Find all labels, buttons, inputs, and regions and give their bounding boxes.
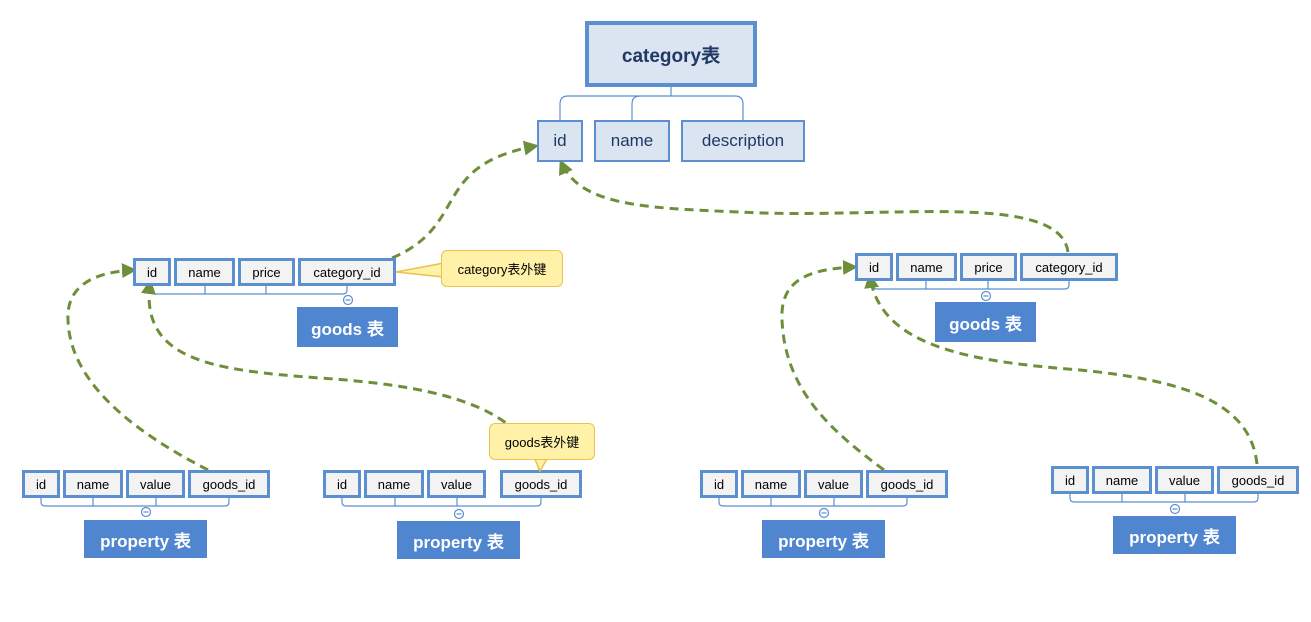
fk-arrow-property1-to-goods <box>66 263 209 472</box>
fk-arrow-property4-to-goods <box>864 273 1259 465</box>
goods-right-field-name: name <box>896 253 957 281</box>
property-4-tree-lines <box>1069 494 1259 515</box>
property-3-tree-lines <box>718 498 908 519</box>
goods-right-field-id: id <box>855 253 893 281</box>
category-tree-lines <box>559 87 744 120</box>
goods-right-tree-lines <box>872 281 1070 302</box>
callout-category-fk-text: category表外键 <box>441 250 563 287</box>
category-field-description: description <box>681 120 805 162</box>
property-2-field-name: name <box>364 470 424 498</box>
property-1-table-title: property 表 <box>84 520 207 558</box>
property-1-field-id: id <box>22 470 60 498</box>
property-1-field-name: name <box>63 470 123 498</box>
callout-goods-fk-text: goods表外键 <box>489 423 595 460</box>
goods-left-field-price: price <box>238 258 295 286</box>
property-4-field-id: id <box>1051 466 1089 494</box>
goods-left-field-name: name <box>174 258 235 286</box>
category-field-id: id <box>537 120 583 162</box>
category-table-title: category表 <box>585 21 757 87</box>
property-4-table-title: property 表 <box>1113 516 1236 554</box>
property-4-field-goods-id: goods_id <box>1217 466 1299 494</box>
goods-right-table-title: goods 表 <box>935 302 1036 342</box>
property-2-field-goods-id: goods_id <box>500 470 582 498</box>
category-field-name: name <box>594 120 670 162</box>
goods-left-field-category-id: category_id <box>298 258 396 286</box>
property-2-tree-lines <box>341 498 542 520</box>
fk-arrow-property3-to-goods <box>780 259 885 472</box>
property-4-field-value: value <box>1155 466 1214 494</box>
property-3-field-name: name <box>741 470 801 498</box>
property-2-field-id: id <box>323 470 361 498</box>
property-3-field-value: value <box>804 470 863 498</box>
property-1-tree-lines <box>40 498 230 518</box>
goods-right-field-category-id: category_id <box>1020 253 1118 281</box>
property-2-table-title: property 表 <box>397 521 520 559</box>
goods-left-field-id: id <box>133 258 171 286</box>
fk-arrow-goods-to-category <box>391 140 539 260</box>
goods-left-tree-lines <box>150 286 354 306</box>
property-3-field-goods-id: goods_id <box>866 470 948 498</box>
goods-right-field-price: price <box>960 253 1017 281</box>
property-3-table-title: property 表 <box>762 520 885 558</box>
goods-left-table-title: goods 表 <box>297 307 398 347</box>
fk-arrow-property2-to-goods <box>141 279 542 471</box>
property-3-field-id: id <box>700 470 738 498</box>
property-1-field-goods-id: goods_id <box>188 470 270 498</box>
property-1-field-value: value <box>126 470 185 498</box>
fk-arrow-goods-right-to-category <box>559 159 1070 253</box>
property-4-field-name: name <box>1092 466 1152 494</box>
property-2-field-value: value <box>427 470 486 498</box>
